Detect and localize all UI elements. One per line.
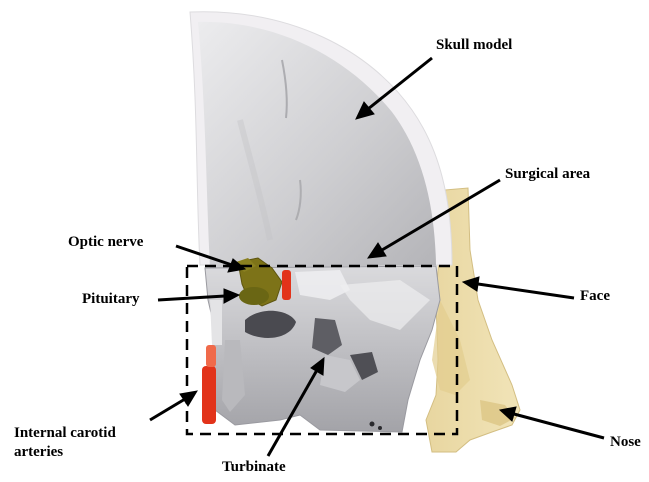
nose-arrow	[514, 414, 604, 438]
label-internal-carotid-line1: Internal carotid	[14, 424, 116, 442]
label-surgical-area: Surgical area	[505, 165, 590, 183]
label-nose: Nose	[610, 433, 641, 451]
label-face: Face	[580, 287, 610, 305]
label-turbinate: Turbinate	[222, 458, 286, 476]
label-internal-carotid-line2: arteries	[14, 443, 63, 461]
face-arrow	[478, 284, 574, 298]
skull-base	[205, 266, 440, 432]
label-optic-nerve: Optic nerve	[68, 233, 143, 251]
pituitary-structure	[239, 287, 269, 305]
carotid-arrow	[150, 399, 185, 420]
label-skull-model: Skull model	[436, 36, 512, 54]
label-pituitary: Pituitary	[82, 290, 140, 308]
skull-cap	[190, 12, 452, 268]
